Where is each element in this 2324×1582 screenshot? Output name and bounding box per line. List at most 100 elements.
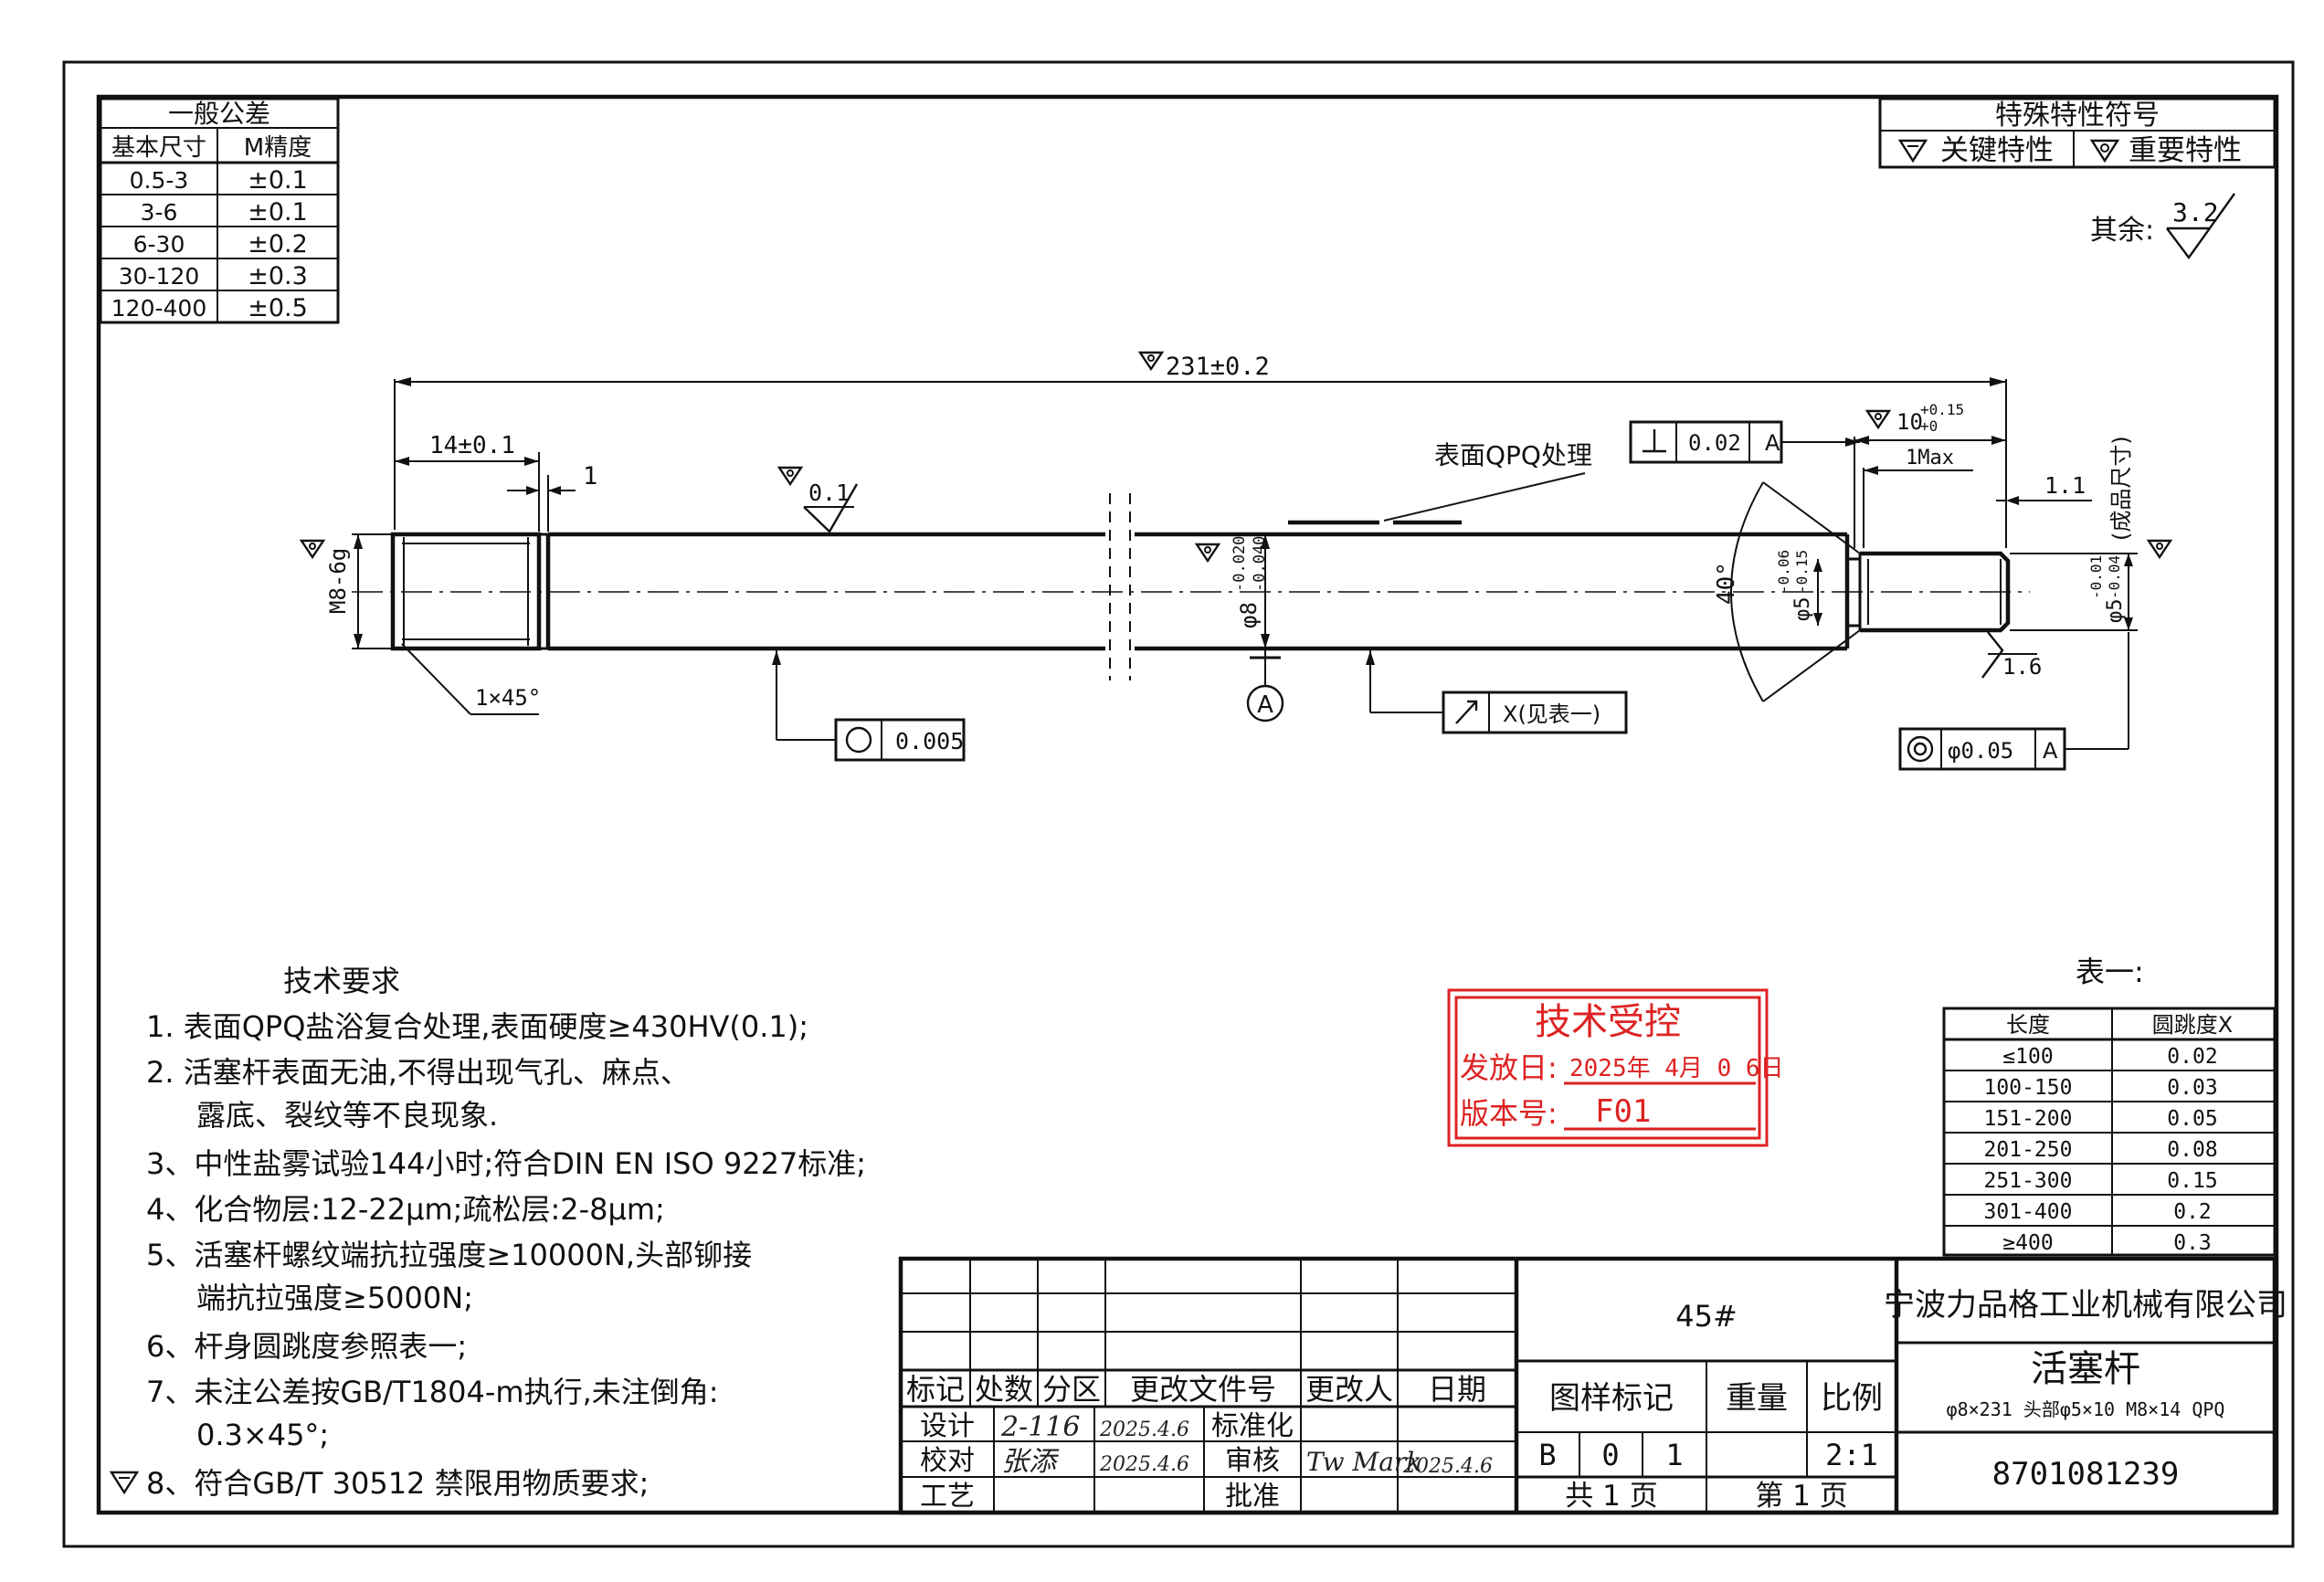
thread-length-dim: 14±0.1 [429,432,515,459]
general-tolerance-table: 一般公差 基本尺寸 M精度 0.5-3 ±0.1 3-6 ±0.1 6-30 ±… [99,97,340,324]
table-one-cell: 0.03 [2167,1076,2217,1100]
company-name: 宁波力品格工业机械有限公司 [1884,1287,2287,1324]
material: 45# [1675,1299,1738,1334]
shaft-body-right [1135,532,1850,651]
rev-header: 更改人 [1305,1372,1393,1407]
key-characteristic-icon [109,1471,140,1495]
pattern-mark: B [1538,1438,1556,1472]
key-characteristic-label: 关键特性 [1940,134,2054,167]
important-characteristic-label: 重要特性 [2129,134,2242,167]
table-one-cell: ≤100 [2002,1045,2053,1069]
outer-frame [62,60,2295,1548]
roughness-body-value: 0.1 [808,480,850,506]
thread-spec: M8-6g [325,548,351,614]
tech-req-line: 6、杆身圆跳度参照表一; [146,1329,467,1364]
tolerance-cell: ±0.5 [248,294,308,322]
design-signature: 2-116 [1000,1411,1080,1443]
concentricity-icon [1907,735,1934,763]
tech-req-line: 7、未注公差按GB/T1804-m执行,未注倒角: [146,1375,719,1409]
stamp-title: 技术受控 [1535,1001,1681,1043]
rev-header: 日期 [1428,1372,1486,1407]
stamp-release-value: 2025年 4月 0 6日 [1569,1055,1784,1082]
important-characteristic-icon [2146,539,2173,560]
tolerance-cell: ±0.2 [248,230,308,258]
rev-header: 更改文件号 [1130,1372,1276,1407]
part-name: 活塞杆 [2031,1348,2140,1390]
table-one-cell: 0.2 [2173,1200,2212,1224]
important-characteristic-icon [1137,351,1165,372]
tolerance-cell: 0.5-3 [130,167,189,194]
datum-label: A [1257,691,1273,719]
runout-icon [1455,700,1478,724]
important-characteristic-icon [2089,139,2120,163]
roughness-other-label: 其余: [2090,215,2154,247]
runout-label: X(见表一) [1503,701,1600,727]
design-date: 2025.4.6 [1099,1419,1189,1441]
roughness-symbol-icon [803,483,859,533]
stamp-release-label: 发放日: [1460,1050,1558,1085]
table-one-cell: ≥400 [2002,1231,2053,1255]
shaft-dev-lower: -0.040 [1251,536,1269,592]
tech-req-line: 3、中性盐雾试验144小时;符合DIN EN ISO 9227标准; [146,1146,866,1181]
shaft-body-left [545,532,1105,651]
key-characteristic-icon [1897,139,1928,163]
roughness-other-value: 3.2 [2172,197,2219,227]
scale-value: 2:1 [1825,1438,1878,1472]
head-dev-lower: +0 [1920,417,1938,435]
concentricity-frame [1898,727,2066,771]
important-characteristic-icon [299,539,326,560]
table-one-cell: 0.15 [2167,1169,2217,1193]
tolerance-title: 一般公差 [168,99,270,129]
head-dev-upper: +0.15 [1920,401,1964,418]
important-characteristic-icon [1864,409,1892,430]
head-dia: φ5 [2104,599,2127,624]
concentricity-value: φ0.05 [1948,738,2013,764]
rev-header: 处数 [975,1372,1033,1407]
tech-req-line: 露底、裂纹等不良现象. [196,1098,498,1133]
role-check: 校对 [920,1445,975,1477]
tolerance-header-size: 基本尺寸 [111,134,206,162]
roughness-other: 其余: 3.2 [2090,193,2235,260]
finished-size-note: (成品尺寸) [2108,436,2134,541]
table-one-cell: 100-150 [1984,1076,2073,1100]
table-one-cell: 251-300 [1984,1169,2073,1193]
stamp-version-label: 版本号: [1460,1096,1558,1131]
runout-table: 表一: 长度 圆跳度X ≤100 0.02 100-150 0.03 151-2… [1942,954,2276,1257]
total-pages: 共 1 页 [1565,1480,1657,1513]
circularity-value: 0.005 [895,728,964,754]
table-one-header: 圆跳度X [2152,1012,2233,1038]
neck-section [1847,554,1862,630]
technical-control-stamp: 技术受控 发放日: 2025年 4月 0 6日 版本号: F01 [1447,988,1784,1147]
table-one-cell: 0.3 [2173,1231,2212,1255]
groove-dim: 1 [583,462,597,490]
tech-req-line: 1. 表面QPQ盐浴复合处理,表面硬度≥430HV(0.1); [146,1009,808,1044]
angle-arc [1730,481,1764,702]
tolerance-cell: ±0.1 [248,198,308,227]
head-section [1860,551,2011,633]
important-characteristic-icon [776,466,804,487]
neck-dev-upper: -0.06 [1775,550,1792,594]
role-review: 审核 [1225,1445,1280,1477]
angle-dim: 40° [1713,562,1740,605]
dim-1-1: 1.1 [2044,472,2086,499]
head-dia-dev-upper: -0.01 [2087,555,2105,599]
roughness-symbol-icon [2166,193,2235,260]
datum-a-symbol [1246,684,1284,722]
part-spec: φ8×231 头部φ5×10 M8×14 QPQ [1947,1398,2225,1420]
pattern-mark: 1 [1665,1438,1683,1472]
role-approve: 批准 [1225,1481,1280,1513]
table-one-cell: 151-200 [1984,1107,2073,1131]
shaft-dia: φ8 [1236,602,1262,628]
special-characteristics-box: 特殊特性符号 关键特性 重要特性 [1878,97,2276,169]
head-dia-dev-lower: -0.04 [2106,555,2123,599]
roughness-symbol-icon [1981,631,2004,679]
tolerance-cell: 3-6 [141,199,178,226]
tolerance-cell: ±0.3 [248,262,308,290]
role-process: 工艺 [920,1481,975,1513]
table-one-title: 表一: [2076,954,2144,989]
pattern-mark-label: 图样标记 [1549,1380,1674,1417]
review-signature: Tw Mark [1306,1447,1421,1477]
tech-req-line: 0.3×45°; [196,1418,329,1452]
page-number: 第 1 页 [1755,1480,1847,1513]
